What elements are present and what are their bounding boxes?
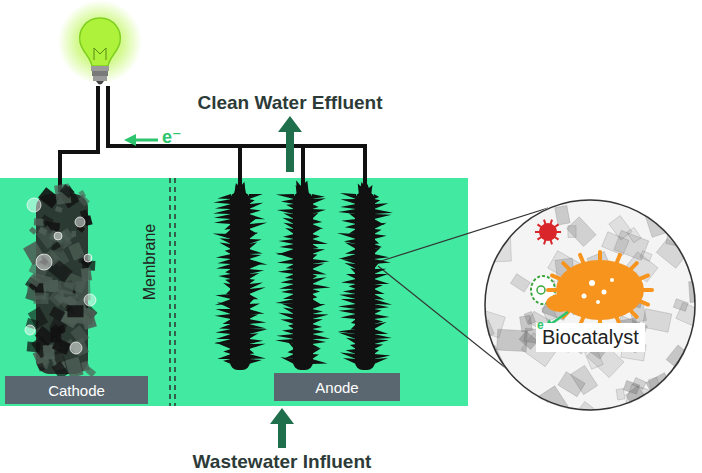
bulb-base bbox=[92, 71, 108, 76]
anode-rod bbox=[337, 181, 393, 370]
bulb-base bbox=[93, 76, 107, 81]
zoom-circle: Biocatalyst bbox=[484, 199, 696, 411]
electron-label: e bbox=[537, 318, 544, 332]
anode-rod bbox=[275, 180, 331, 370]
inflow-label: Wastewater Influent bbox=[193, 451, 372, 473]
membrane-label: Membrane bbox=[141, 224, 159, 300]
zoom-ground bbox=[480, 195, 702, 417]
bulb-base bbox=[96, 81, 104, 85]
bacterium bbox=[546, 252, 652, 328]
electrode-label-box: Cathode bbox=[5, 376, 148, 404]
crystal-texture bbox=[469, 189, 702, 426]
electron-arrow bbox=[130, 139, 158, 142]
bulb-glow bbox=[58, 0, 142, 84]
electrode-label-box: Anode bbox=[274, 373, 400, 401]
bulb-base bbox=[91, 66, 109, 71]
zoom-outline bbox=[484, 199, 696, 411]
membrane-line bbox=[174, 178, 176, 406]
wire bbox=[60, 86, 98, 192]
zoom-view bbox=[469, 189, 702, 426]
node-label: Cathode bbox=[48, 382, 105, 399]
flow-arrow bbox=[270, 408, 294, 448]
virus bbox=[535, 220, 561, 245]
flow-arrow bbox=[278, 116, 302, 172]
bulb-filament bbox=[94, 48, 106, 60]
outflow-label: Clean Water Effluent bbox=[197, 92, 382, 114]
node-label: Biocatalyst bbox=[536, 323, 645, 352]
tank bbox=[0, 178, 468, 406]
membrane-line bbox=[169, 178, 171, 406]
cathode-rod bbox=[23, 183, 97, 379]
anode-rod bbox=[213, 182, 268, 370]
bulb-glass bbox=[80, 18, 121, 66]
node-label: Anode bbox=[315, 379, 358, 396]
electron-label: e⁻ bbox=[162, 126, 182, 148]
